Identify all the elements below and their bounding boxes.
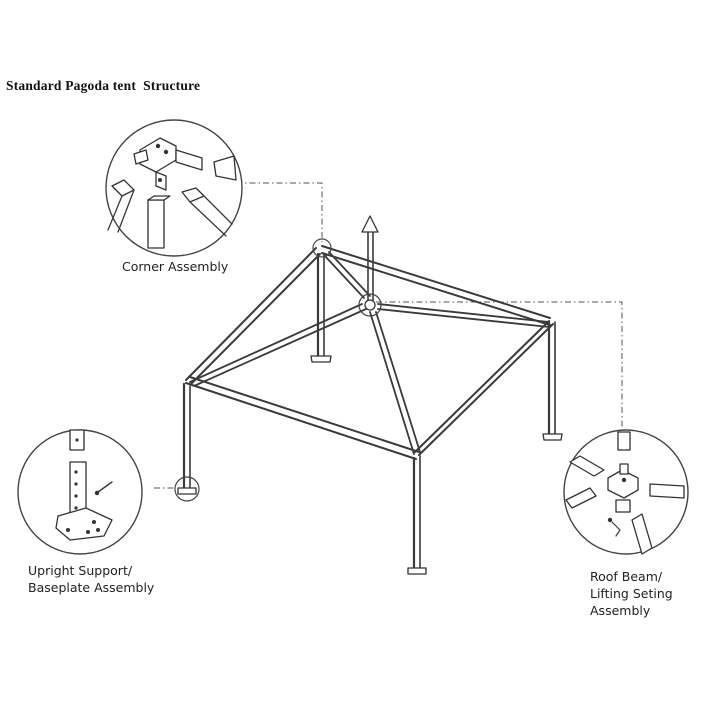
roof-beam-label-line2: Lifting Seting: [590, 586, 673, 601]
upright-support-label-line1: Upright Support/: [28, 563, 133, 578]
leader-lines: [154, 182, 623, 489]
baseplate-highlight-ring: [174, 476, 200, 502]
apex-highlight-ring: [358, 293, 382, 317]
upright-support-label-line2: Baseplate Assembly: [28, 580, 155, 595]
diagram-title: Standard Pagoda tent Structure: [6, 78, 201, 93]
front-right-leg: [407, 455, 427, 575]
corner-highlight-ring: [312, 238, 332, 258]
back-left-leg: [310, 252, 332, 363]
corner-assembly-label: Corner Assembly: [122, 258, 228, 275]
corner-assembly-label-text: Corner Assembly: [122, 259, 229, 274]
baseplate-detail: [17, 429, 143, 555]
roof-beam-detail: [563, 429, 689, 555]
roof-beam-label-line1: Roof Beam/: [590, 569, 663, 584]
roof-beam-label-line3: Assembly: [590, 603, 651, 618]
front-left-leg: [177, 382, 197, 495]
center-pole: [361, 215, 379, 311]
roof-beam-label: Roof Beam/ Lifting Seting Assembly: [590, 568, 673, 619]
corner-assembly-detail: [105, 119, 243, 257]
upright-support-label: Upright Support/ Baseplate Assembly: [28, 562, 154, 596]
back-right-leg: [542, 320, 563, 441]
roof-beams: [189, 251, 550, 455]
tent-frame: [174, 215, 563, 575]
eave-beams: [185, 245, 554, 460]
